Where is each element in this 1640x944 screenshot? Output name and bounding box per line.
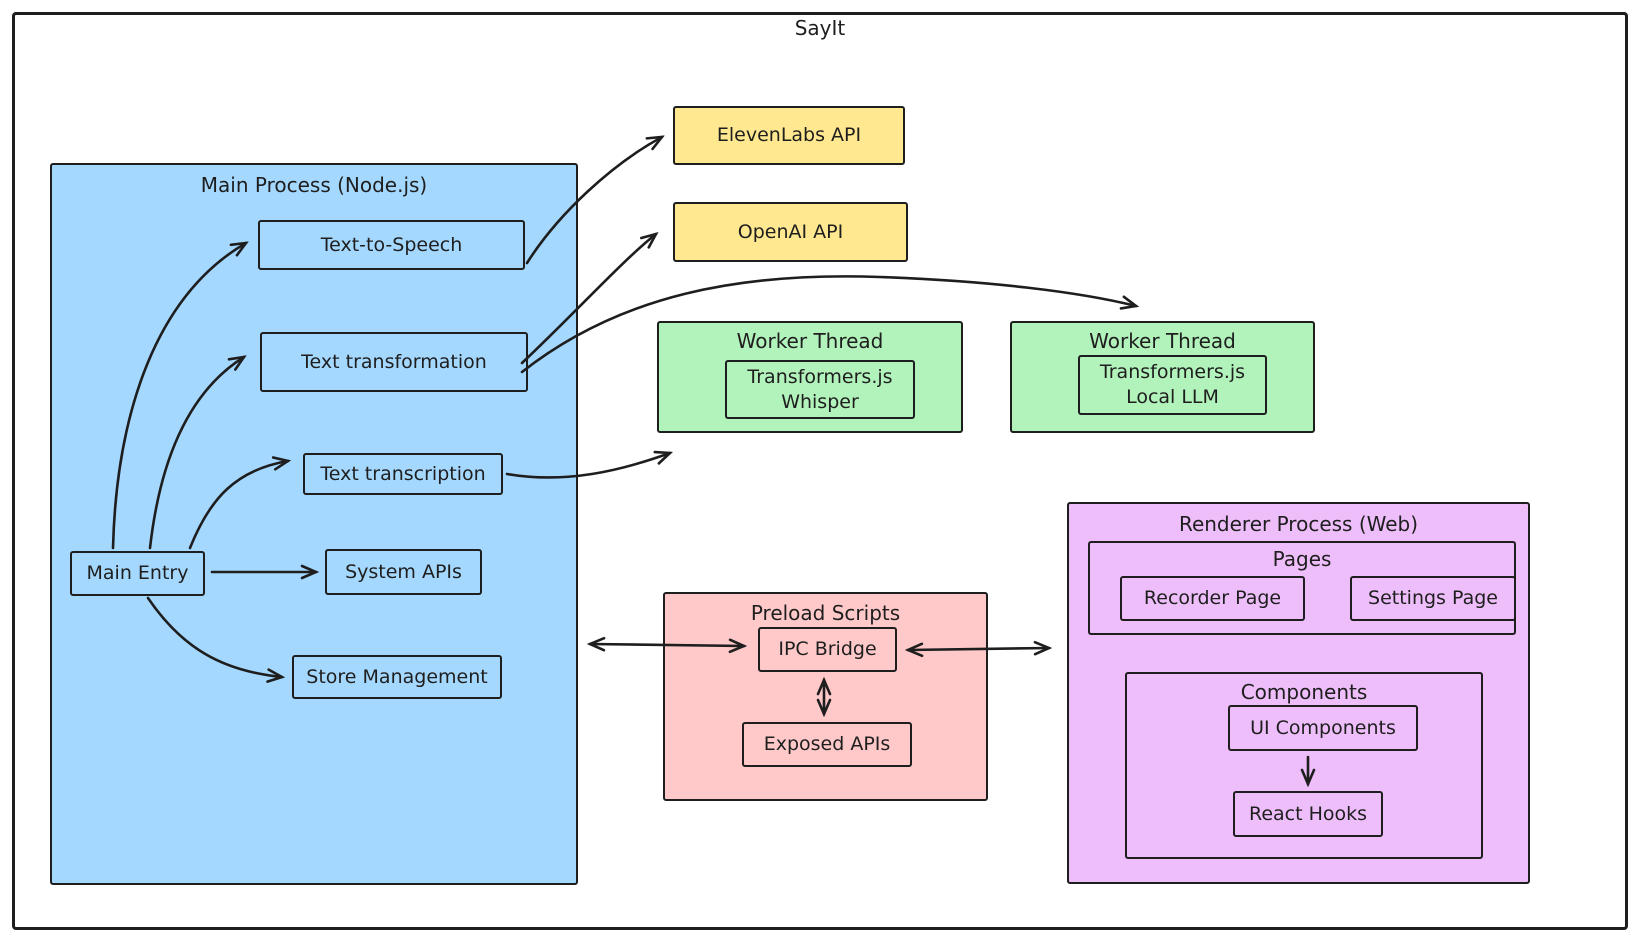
- diagram-title: SayIt: [794, 16, 846, 40]
- renderer-process-group: Renderer Process (Web): [1067, 502, 1530, 884]
- text-to-speech-node: Text-to-Speech: [258, 220, 525, 270]
- pages-title: Pages: [1272, 547, 1332, 571]
- text-transformation-label: Text transformation: [301, 350, 487, 373]
- store-management-node: Store Management: [292, 655, 502, 699]
- main-entry-node: Main Entry: [70, 551, 205, 596]
- transformers-whisper-label: Transformers.js Whisper: [747, 365, 893, 413]
- exposed-apis-label: Exposed APIs: [763, 733, 891, 756]
- worker-thread-llm-title: Worker Thread: [1089, 329, 1236, 353]
- recorder-page-node: Recorder Page: [1120, 576, 1305, 621]
- settings-page-label: Settings Page: [1368, 587, 1498, 610]
- elevenlabs-api-node: ElevenLabs API: [673, 106, 905, 165]
- preload-scripts-group: Preload Scripts: [663, 592, 988, 801]
- transformers-llm-label: Transformers.js Local LLM: [1099, 361, 1246, 408]
- worker-thread-whisper-title: Worker Thread: [736, 329, 884, 353]
- react-hooks-label: React Hooks: [1248, 802, 1368, 825]
- renderer-process-title: Renderer Process (Web): [1178, 512, 1419, 536]
- ui-components-node: UI Components: [1228, 705, 1418, 751]
- text-transcription-label: Text transcription: [320, 462, 486, 485]
- exposed-apis-node: Exposed APIs: [742, 722, 912, 767]
- text-to-speech-label: Text-to-Speech: [320, 233, 463, 256]
- ui-components-label: UI Components: [1250, 716, 1396, 739]
- components-title: Components: [1240, 680, 1368, 704]
- ipc-bridge-label: IPC Bridge: [778, 638, 877, 661]
- pages-group: Pages: [1088, 541, 1516, 635]
- openai-api-node: OpenAI API: [673, 202, 908, 262]
- system-apis-label: System APIs: [345, 560, 462, 583]
- diagram-frame: [12, 12, 1628, 930]
- system-apis-node: System APIs: [325, 549, 482, 595]
- elevenlabs-api-label: ElevenLabs API: [716, 124, 862, 147]
- store-management-label: Store Management: [306, 665, 488, 688]
- recorder-page-label: Recorder Page: [1143, 587, 1282, 610]
- react-hooks-node: React Hooks: [1233, 791, 1383, 837]
- transformers-llm-node: Transformers.js Local LLM: [1078, 355, 1267, 415]
- main-entry-label: Main Entry: [86, 562, 189, 585]
- ipc-bridge-node: IPC Bridge: [758, 627, 897, 672]
- text-transformation-node: Text transformation: [260, 332, 528, 392]
- settings-page-node: Settings Page: [1350, 576, 1516, 621]
- openai-api-label: OpenAI API: [737, 220, 844, 243]
- main-process-group: Main Process (Node.js): [50, 163, 578, 885]
- transformers-whisper-node: Transformers.js Whisper: [725, 360, 915, 419]
- main-process-title: Main Process (Node.js): [200, 173, 428, 197]
- preload-scripts-title: Preload Scripts: [750, 601, 901, 625]
- components-group: Components: [1125, 672, 1483, 859]
- text-transcription-node: Text transcription: [303, 453, 503, 495]
